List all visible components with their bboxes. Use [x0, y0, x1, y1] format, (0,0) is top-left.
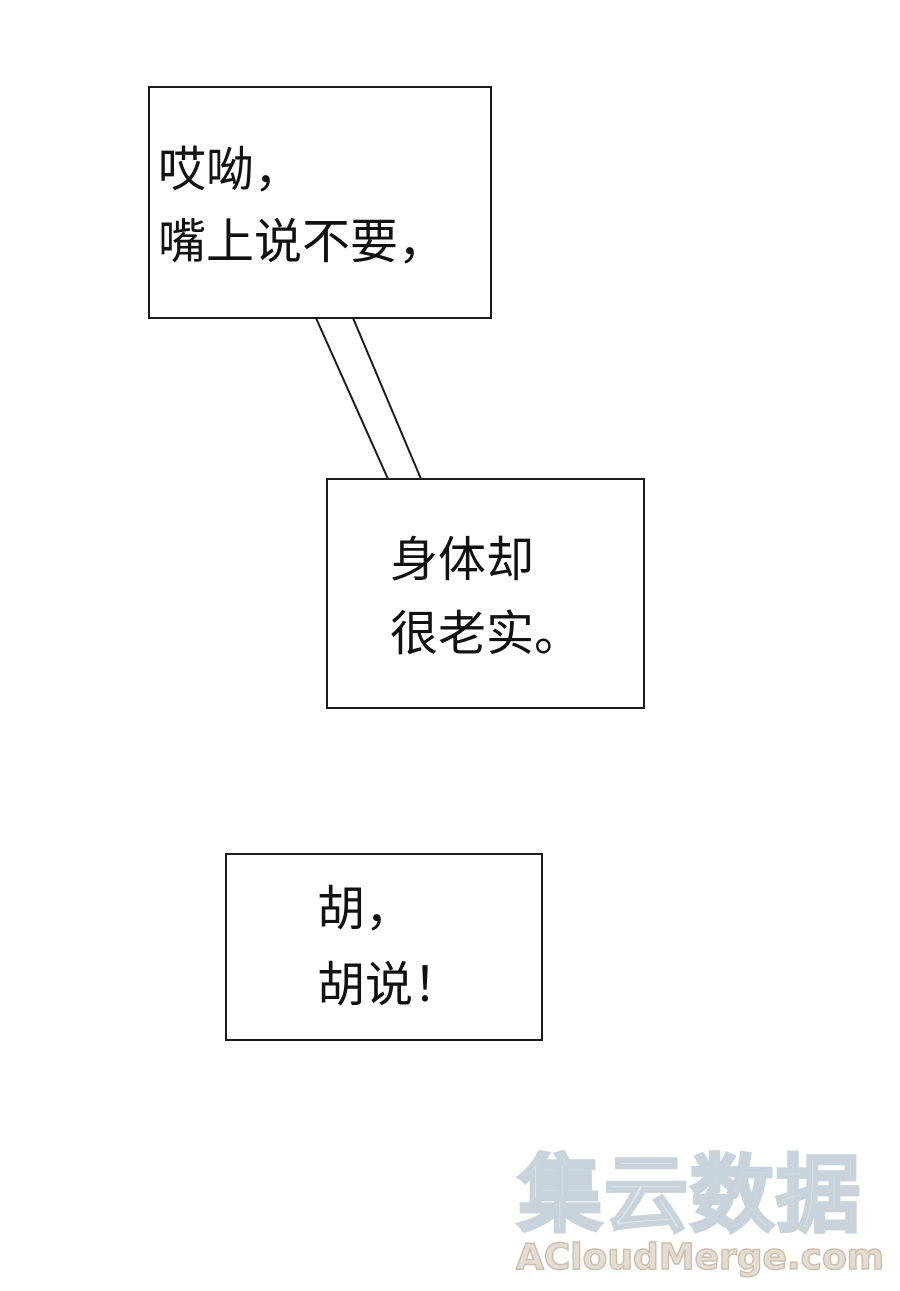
watermark-english-text: ACloudMerge.com: [515, 1237, 885, 1279]
speech-box-2: 身体却 很老实。: [326, 478, 645, 709]
speech-box-1-line-1: 哎呦，: [158, 142, 303, 198]
speech-box-1: 哎呦， 嘴上说不要，: [148, 86, 492, 319]
speech-box-2-line-1: 身体却: [390, 532, 535, 588]
speech-box-3-line-1: 胡，: [317, 881, 414, 937]
speech-box-3-line-2: 胡说！: [317, 957, 462, 1013]
speech-box-2-line-2: 很老实。: [390, 606, 583, 662]
watermark-logo: 集云数据 ACloudMerge.com: [510, 1146, 890, 1280]
speech-box-3: 胡， 胡说！: [225, 853, 543, 1041]
speech-box-1-line-2: 嘴上说不要，: [158, 214, 447, 270]
watermark-chinese-text: 集云数据: [516, 1146, 863, 1244]
